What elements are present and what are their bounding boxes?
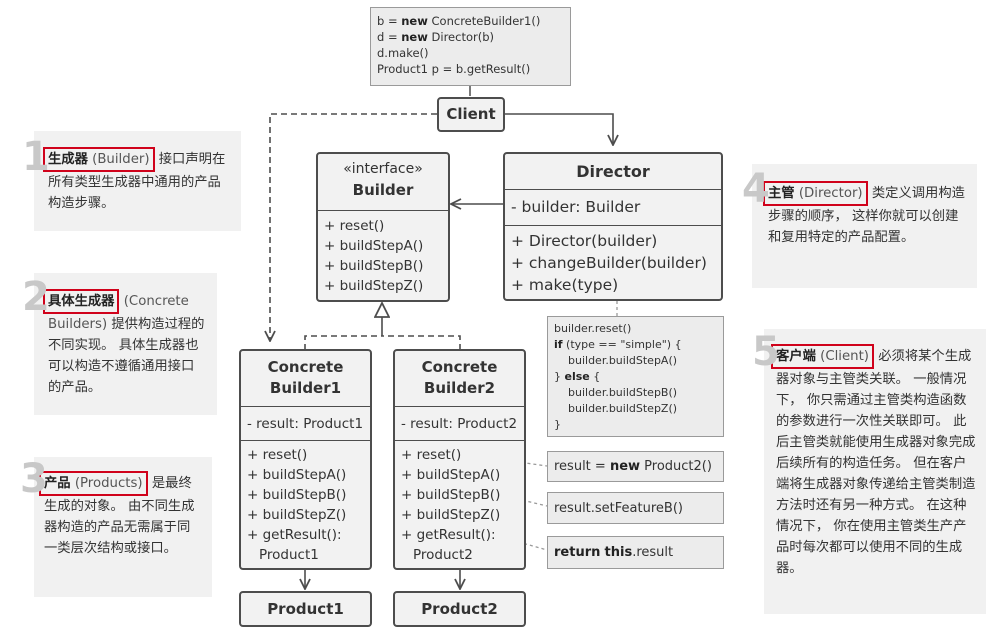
builder-stereotype: «interface» xyxy=(343,161,423,177)
builder-title: Builder xyxy=(352,181,414,199)
featureB-code-note: result.setFeatureB() xyxy=(547,492,724,524)
builder-method: + buildStepZ() xyxy=(324,278,424,294)
product2-class[interactable]: Product2 xyxy=(393,591,526,627)
cb1-method: + buildStepZ() xyxy=(247,507,347,523)
concrete-builder1-class[interactable]: Concrete Builder1 - result: Product1 + r… xyxy=(239,349,372,570)
note-text: 必须将某个生成器对象与主管类关联。 一般情况下， 你只需通过主管类构造函数的参数… xyxy=(776,349,976,576)
director-method: + Director(builder) xyxy=(511,232,658,250)
note-builder: 1 生成器 (Builder) 接口声明在所有类型生成器中通用的产品构造步骤。 xyxy=(22,131,241,231)
note-text: 是最终生成的对象。 由不同生成器构造的产品无需属于同一类层次结构或接口。 xyxy=(44,476,195,556)
note-term-highlight: 产品 (Products) xyxy=(39,471,148,496)
note-concrete-builders: 2 具体生成器 (Concrete Builders) 提供构造过程的不同实现。… xyxy=(22,273,217,415)
cb2-field: - result: Product2 xyxy=(401,416,518,432)
cb1-title: Builder1 xyxy=(269,379,342,397)
reset-code-note: result = new Product2() xyxy=(547,451,724,482)
concrete-builder2-class[interactable]: Concrete Builder2 - result: Product2 + r… xyxy=(393,349,526,570)
product2-title: Product2 xyxy=(421,600,498,618)
cb2-method: + buildStepB() xyxy=(401,487,501,503)
note-number: 2 xyxy=(22,274,50,320)
client-to-cb1-dependency xyxy=(270,113,437,341)
note-number: 3 xyxy=(20,456,48,502)
note-client: 5 客户端 (Client) 必须将某个生成器对象与主管类关联。 一般情况下， … xyxy=(752,329,986,614)
note-term-highlight: 主管 (Director) xyxy=(763,181,868,206)
client-class[interactable]: Client xyxy=(437,97,505,132)
builder-method: + reset() xyxy=(324,218,385,234)
client-title: Client xyxy=(446,105,496,123)
director-field: - builder: Builder xyxy=(511,198,641,216)
director-method: + changeBuilder(builder) xyxy=(511,254,707,272)
client-code-note: b = new ConcreteBuilder1() d = new Direc… xyxy=(370,7,571,86)
cb1-method: + getResult(): xyxy=(247,527,342,543)
director-class[interactable]: Director - builder: Builder + Director(b… xyxy=(503,152,723,301)
cb2-method: + buildStepA() xyxy=(401,467,501,483)
note-number: 5 xyxy=(752,329,780,375)
note-director: 4 主管 (Director) 类定义调用构造步骤的顺序， 这样你就可以创建和复… xyxy=(742,164,977,288)
cb1-method: + buildStepB() xyxy=(247,487,347,503)
note-term-highlight: 客户端 (Client) xyxy=(771,344,874,369)
note-text: 类定义调用构造步骤的顺序， 这样你就可以创建和复用特定的产品配置。 xyxy=(768,186,965,245)
note-number: 4 xyxy=(742,166,770,212)
builder-methods: + reset() + buildStepA() + buildStepB() … xyxy=(318,210,448,301)
cb1-title: Concrete xyxy=(267,358,344,376)
cb1-method: Product1 xyxy=(259,547,319,563)
client-to-director-association xyxy=(505,113,613,145)
cb2-title: Builder2 xyxy=(423,379,496,397)
note-text: 接口声明在所有类型生成器中通用的产品构造步骤。 xyxy=(48,152,226,211)
note-term-highlight: 具体生成器 xyxy=(43,289,120,314)
make-code-note: builder.reset() if (type == "simple") { … xyxy=(547,316,724,437)
cb1-method: + reset() xyxy=(247,447,308,463)
director-title: Director xyxy=(576,162,650,181)
note-products: 3 产品 (Products) 是最终生成的对象。 由不同生成器构造的产品无需属… xyxy=(20,457,212,597)
cb1-realizes-builder xyxy=(304,335,382,350)
product1-class[interactable]: Product1 xyxy=(239,591,372,627)
note-number: 1 xyxy=(22,134,50,180)
director-method: + make(type) xyxy=(511,276,619,294)
cb1-field: - result: Product1 xyxy=(247,416,364,432)
cb2-method: + buildStepZ() xyxy=(401,507,501,523)
cb2-realizes-builder xyxy=(382,335,461,350)
cb2-method: Product2 xyxy=(413,547,473,563)
builder-method: + buildStepB() xyxy=(324,258,424,274)
builder-interface[interactable]: «interface» Builder + reset() + buildSte… xyxy=(316,152,450,302)
cb2-title: Concrete xyxy=(421,358,498,376)
builder-method: + buildStepA() xyxy=(324,238,424,254)
product1-title: Product1 xyxy=(267,600,344,618)
note-term-highlight: 生成器 (Builder) xyxy=(43,147,155,172)
return-code-note: return this.result xyxy=(547,536,724,569)
cb2-method: + reset() xyxy=(401,447,462,463)
note-text: (Concrete Builders) 提供构造过程的不同实现。 具体生成器也可… xyxy=(48,294,205,395)
cb2-method: + getResult(): xyxy=(401,527,496,543)
cb1-method: + buildStepA() xyxy=(247,467,347,483)
